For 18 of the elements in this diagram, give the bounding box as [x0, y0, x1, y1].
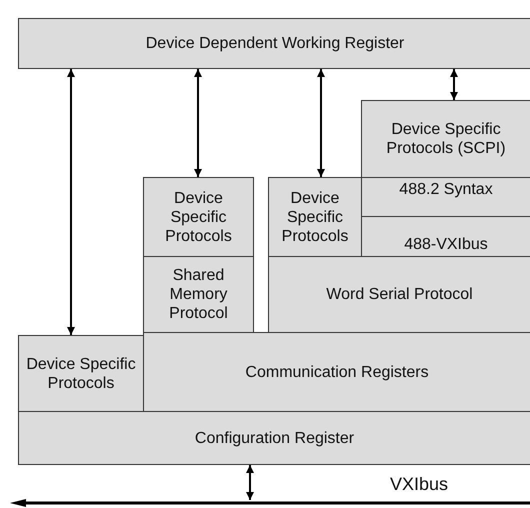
- bus-line: [10, 499, 530, 507]
- layer-box: 488.2 Syntax: [361, 177, 530, 217]
- layer-box: 488-VXIbus: [361, 216, 530, 257]
- arrow: [194, 69, 202, 177]
- arrow: [67, 69, 75, 335]
- layer-box: Device Dependent Working Register: [18, 18, 530, 69]
- bus-label: VXIbus: [390, 474, 448, 495]
- layer-box: Device Specific Protocols: [143, 177, 254, 257]
- arrow: [246, 465, 254, 500]
- layer-box: Device Specific Protocols: [268, 177, 362, 257]
- arrow: [317, 69, 325, 177]
- layer-box: Configuration Register: [18, 411, 530, 465]
- layer-box: Device Specific Protocols: [18, 335, 144, 412]
- arrow: [450, 69, 458, 100]
- layer-box: Device Specific Protocols (SCPI): [361, 100, 530, 178]
- layer-box: Word Serial Protocol: [268, 256, 530, 333]
- layer-box: Shared Memory Protocol: [143, 256, 254, 333]
- layer-box: Communication Registers: [143, 332, 530, 412]
